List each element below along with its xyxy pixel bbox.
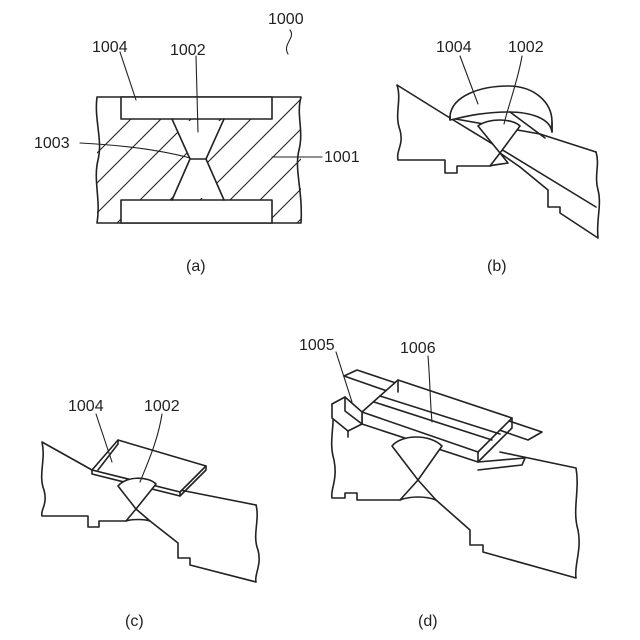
caption-a: (a) xyxy=(186,258,206,275)
leader-1004-a xyxy=(120,52,136,100)
caption-c: (c) xyxy=(125,613,144,630)
caption-d: (d) xyxy=(418,613,438,630)
leader-1004-c xyxy=(96,414,112,462)
cone-hole-d xyxy=(392,437,442,480)
figure-d: 1005 1006 (d) xyxy=(299,337,579,630)
label-1002-a: 1002 xyxy=(170,42,206,59)
label-1002-c: 1002 xyxy=(144,398,180,415)
cover-block-d xyxy=(332,397,362,431)
label-1006: 1006 xyxy=(400,340,436,357)
label-1001: 1001 xyxy=(324,149,360,166)
cone-hole-b xyxy=(478,120,520,153)
cone-lower-d xyxy=(400,480,436,500)
bottom-recess xyxy=(121,200,272,223)
label-1002-b: 1002 xyxy=(508,39,544,56)
figure-c: 1004 1002 (c) xyxy=(42,398,259,630)
top-edge-c xyxy=(180,490,256,505)
label-1004-a: 1004 xyxy=(92,39,128,56)
leader-1002-a xyxy=(196,56,198,132)
label-1004-b: 1004 xyxy=(436,39,472,56)
label-1004-c: 1004 xyxy=(68,398,104,415)
top-recess xyxy=(121,97,272,119)
top-edge-b xyxy=(450,118,596,152)
figure-b: 1004 1002 (b) xyxy=(397,39,599,275)
leader-1000 xyxy=(286,30,291,54)
cone-lower-b xyxy=(490,153,520,167)
cone-hole-c xyxy=(118,478,156,509)
cone-lower-c xyxy=(126,509,150,521)
caption-b: (b) xyxy=(487,258,507,275)
figure-a: 1000 1004 1002 1003 1001 (a) xyxy=(20,11,420,275)
label-1000: 1000 xyxy=(268,11,304,28)
label-1003: 1003 xyxy=(34,135,70,152)
label-1005: 1005 xyxy=(299,337,335,354)
